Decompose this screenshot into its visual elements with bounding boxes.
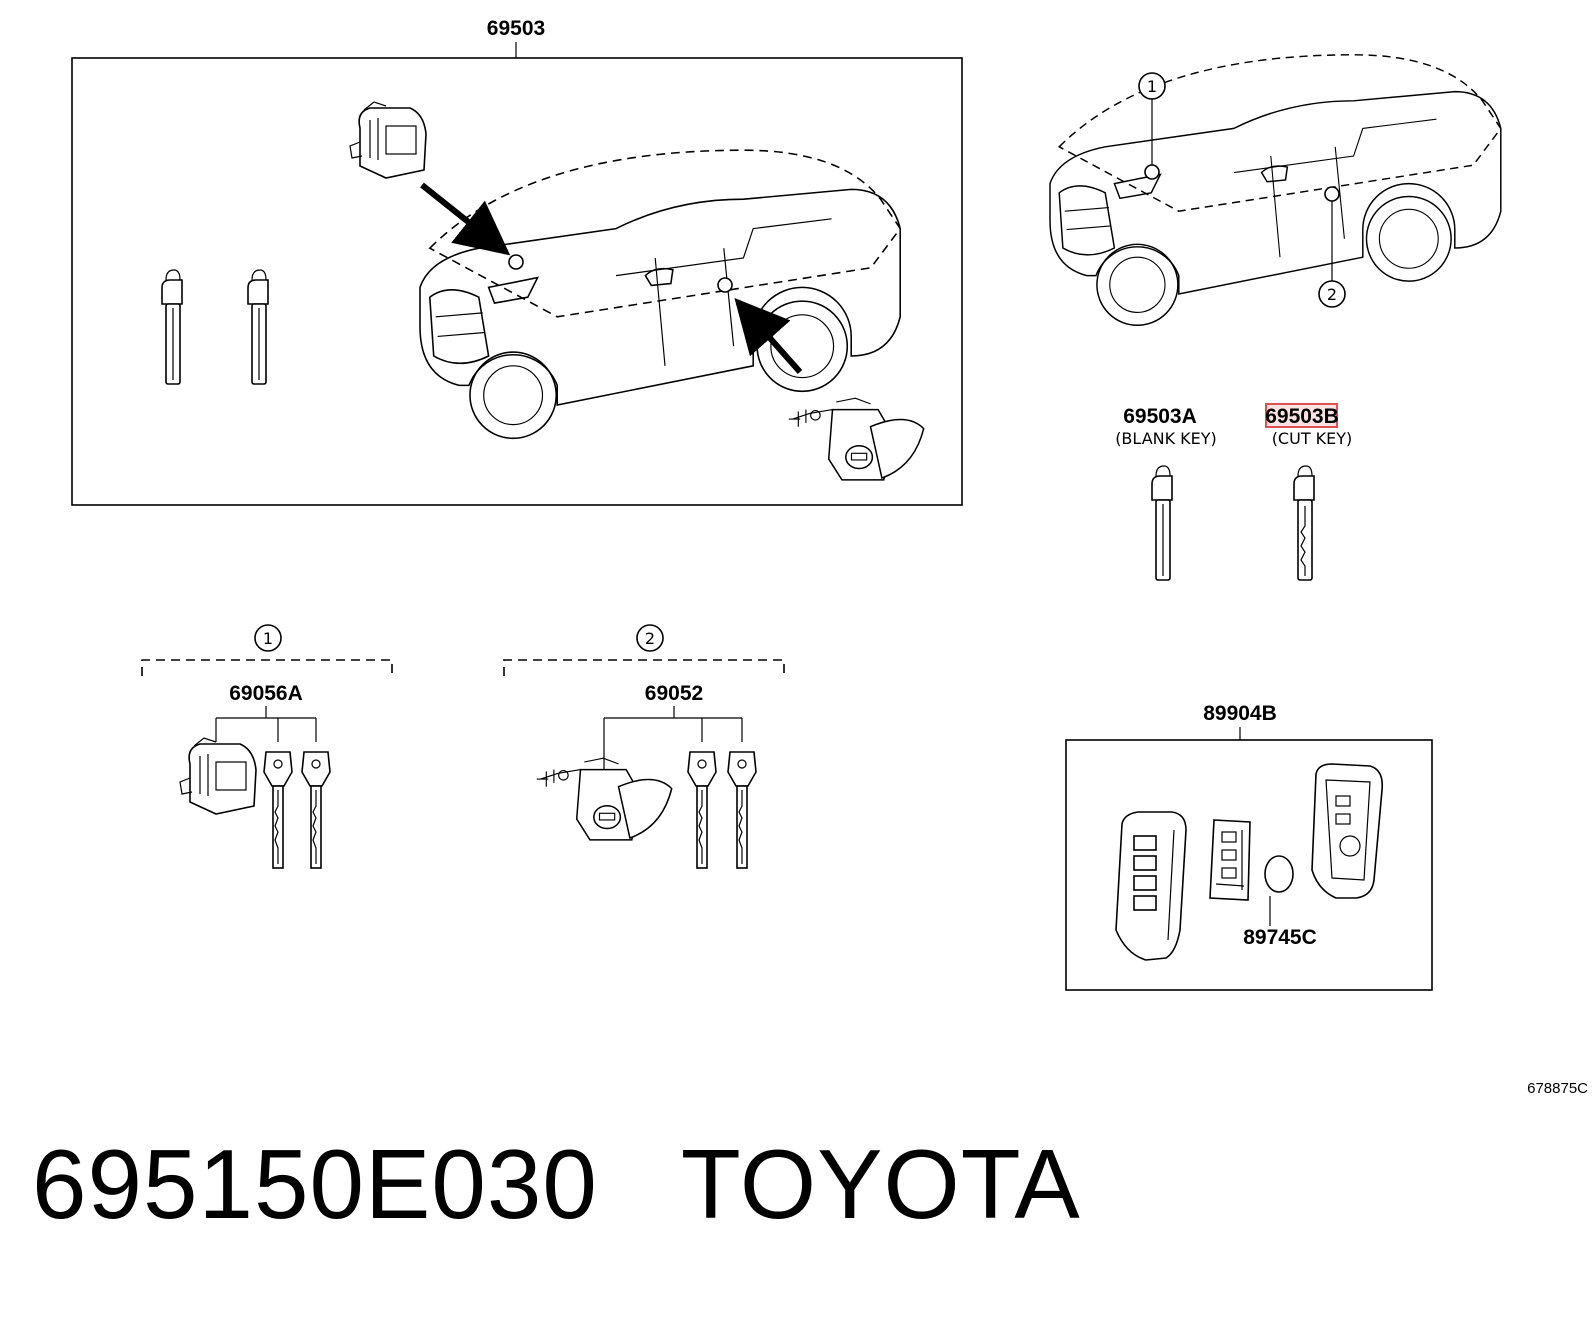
label-69052: 69052 <box>645 682 703 705</box>
label-89745C: 89745C <box>1243 926 1317 949</box>
key-69056A-2 <box>301 751 331 869</box>
door-cylinder-part <box>788 397 925 481</box>
circuit-board <box>1209 819 1251 901</box>
group-2-marker: 2 <box>645 629 655 648</box>
door-lock-location-dot <box>717 277 733 293</box>
key-69052-2 <box>727 751 757 869</box>
smart-key-fob-front <box>1115 811 1187 961</box>
arrow-to-hood <box>420 182 511 256</box>
group-2-bracket <box>503 659 785 676</box>
caption: 695150E030 TOYOTA <box>32 1135 1081 1233</box>
key-blank-2 <box>247 269 269 385</box>
ref-marker-2: 2 <box>1327 285 1337 304</box>
hood-lock-location-dot <box>508 254 524 270</box>
label-69503: 69503 <box>487 17 545 40</box>
group-1-bracket <box>141 659 393 676</box>
key-69056A-1 <box>263 751 293 869</box>
smart-key-fob-back <box>1311 763 1384 899</box>
ref-dot-1 <box>1144 164 1160 180</box>
highlight-box-69503B <box>1265 403 1338 428</box>
caption-brand: TOYOTA <box>680 1129 1081 1239</box>
key-69052-1 <box>687 751 717 869</box>
hood-lock-69056A <box>179 737 257 815</box>
hood-lock-part <box>349 101 427 179</box>
label-69503A: 69503A <box>1123 405 1197 428</box>
label-89904B: 89904B <box>1203 702 1277 725</box>
vehicle-illustration-reference <box>1049 54 1502 327</box>
ref-dot-2 <box>1324 186 1340 202</box>
group-1-marker: 1 <box>263 629 273 648</box>
caption-part-number: 695150E030 <box>32 1129 598 1239</box>
label-blank-key: (BLANK KEY) <box>1115 429 1217 448</box>
label-69056A: 69056A <box>229 682 303 705</box>
cylinder-69052 <box>536 757 673 841</box>
label-69503B: 69503B <box>1265 405 1339 428</box>
ref-marker-1: 1 <box>1147 77 1157 96</box>
arrow-to-door <box>734 297 803 374</box>
vehicle-illustration-main <box>419 149 901 440</box>
key-blank-1 <box>161 269 183 385</box>
diagram-id: 678875C <box>1527 1080 1588 1097</box>
key-blank-69503A <box>1151 465 1173 581</box>
assembly-box-89904B <box>1065 739 1433 991</box>
key-cut-69503B <box>1293 465 1315 581</box>
coin-battery <box>1264 855 1294 893</box>
group-2-marker-circle <box>636 624 664 652</box>
group-1-marker-circle <box>254 624 282 652</box>
assembly-box-69503 <box>71 57 963 506</box>
label-cut-key: (CUT KEY) <box>1272 429 1353 448</box>
